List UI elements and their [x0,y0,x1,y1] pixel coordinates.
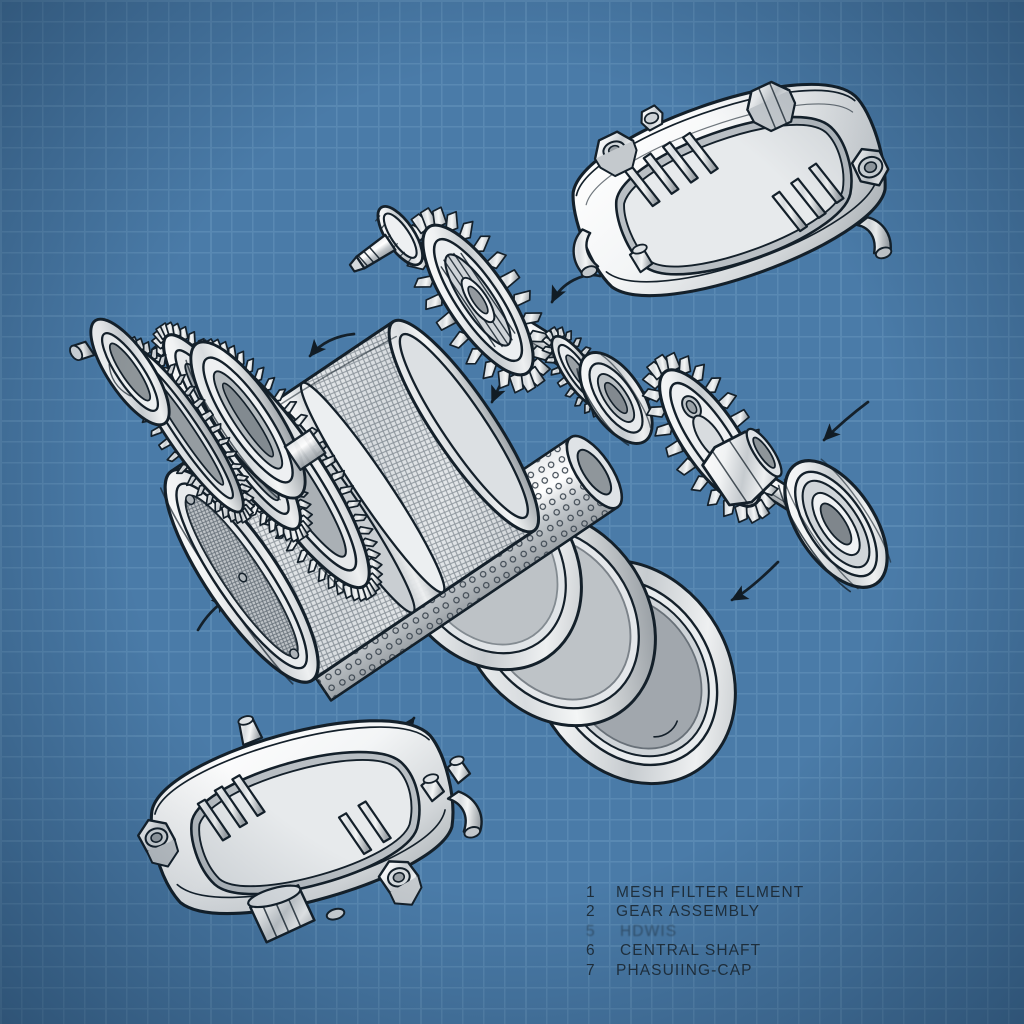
left-shaft-stub [283,428,327,471]
hex-shaft-collar [701,427,783,507]
left-gear-stack [69,317,314,543]
legend-number: 5 [586,922,596,940]
legend-label: HDWIS [620,922,678,940]
large-spur-gear [403,206,553,394]
support-ring-stack [389,460,737,786]
legend-label: GEAR ASSEMBLY [616,903,761,921]
end-bearing [777,458,892,593]
lower-housing-band [137,715,483,944]
legend-label: MESH FILTER ELMENT [616,884,805,901]
legend-number: 6 [586,942,596,960]
legend-number: 1 [586,884,596,901]
legend-label: CENTRAL SHAFT [620,942,762,960]
legend-label: PHASUIING-CAP [616,961,753,979]
legend-number: 7 [586,961,596,979]
legend-number: 2 [586,903,596,921]
cap-bolt [348,205,424,273]
upper-housing-band [571,80,893,298]
mid-shaft-bearing [576,351,654,446]
